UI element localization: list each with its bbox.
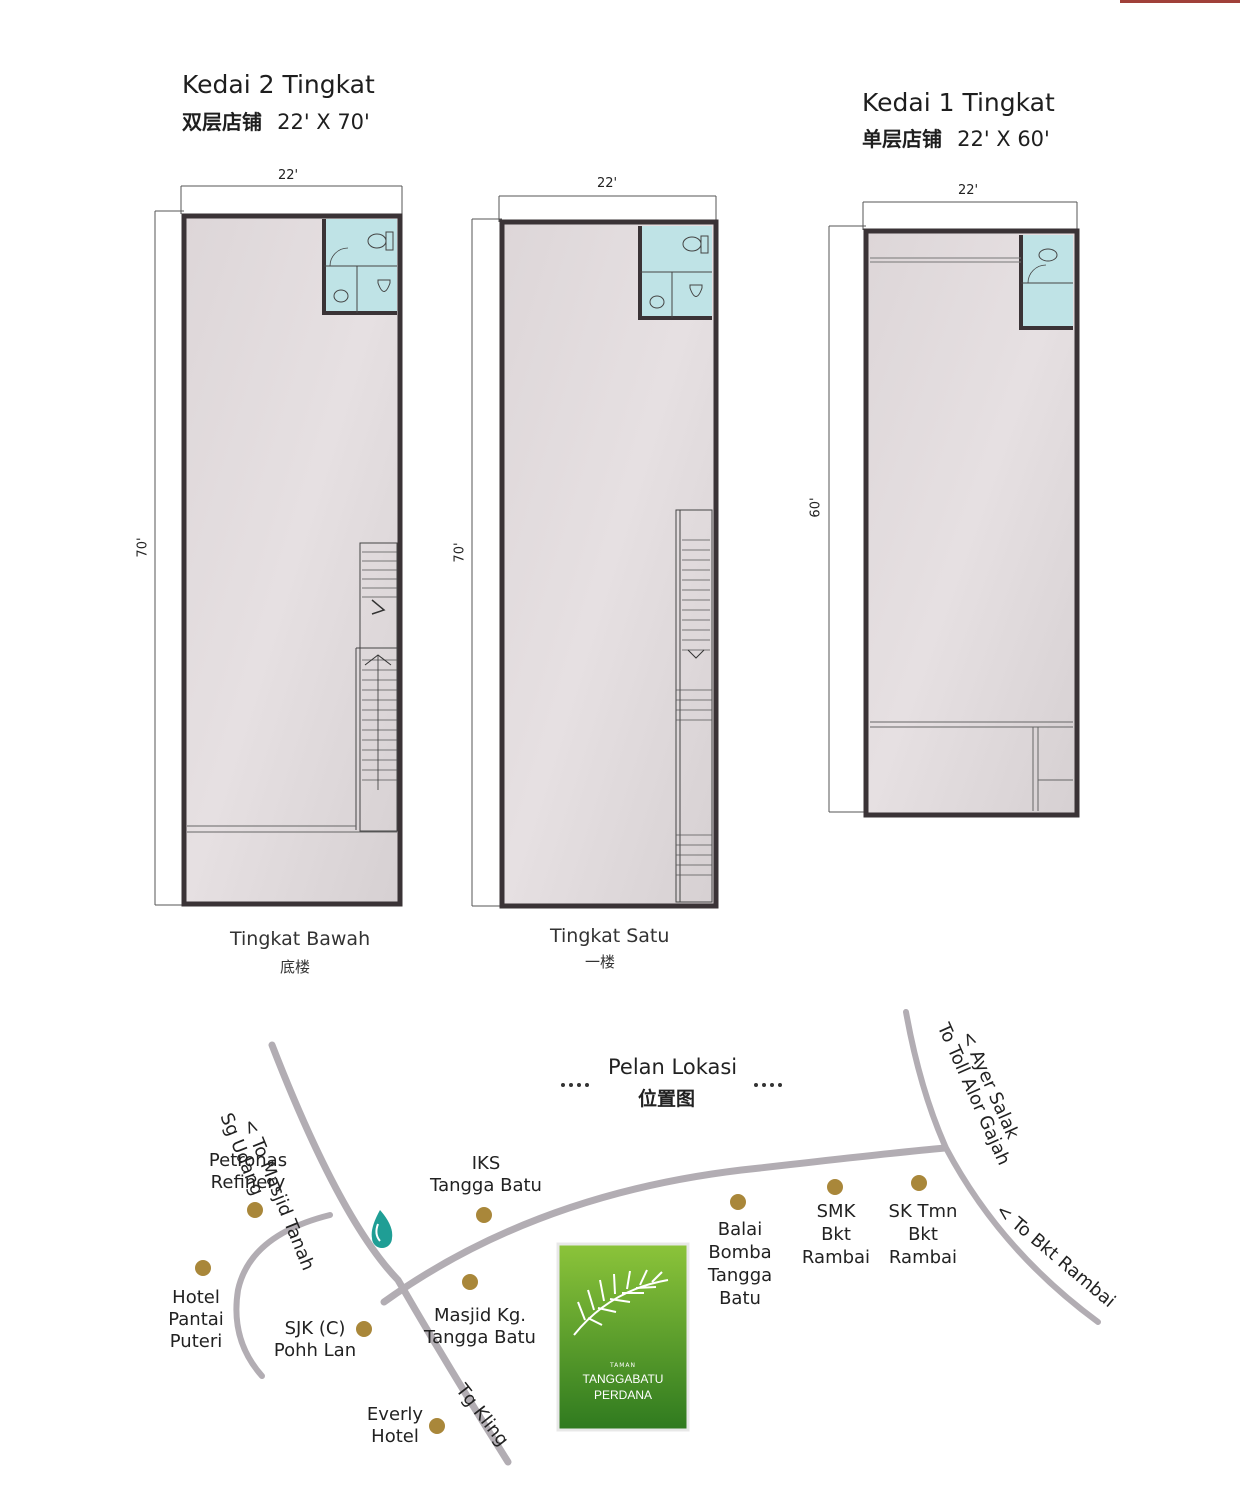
ground-floor-label-cn: 底楼 [280, 958, 311, 976]
place-everly-line1: Everly [366, 1404, 424, 1425]
shop2-subtitle-cn: 双层店铺 [182, 110, 262, 134]
place-smk-line3: Rambai [801, 1247, 871, 1268]
dot-petronas [245, 1200, 265, 1220]
palm-leaf-icon [573, 1269, 669, 1336]
logo-small-text: TAMAN [609, 1362, 637, 1369]
first-floor-label-cn: 一楼 [585, 953, 616, 971]
place-masjid: Masjid Kg. Tangga Batu [420, 1305, 540, 1349]
floor-plans [154, 185, 1080, 909]
place-masjid-line1: Masjid Kg. [433, 1305, 527, 1326]
shop1-subtitle-cn: 单层店铺 [862, 127, 942, 151]
place-sk-line2: Bkt [908, 1224, 938, 1245]
dot-iks [474, 1205, 494, 1225]
map-title-cn: 位置图 [638, 1088, 696, 1110]
ground-floor-label: Tingkat Bawah [230, 928, 371, 950]
road-hotel [233, 1212, 333, 1379]
shop1-width-dim: 22' [958, 183, 979, 198]
shop2-width-dim: 22' [278, 168, 299, 183]
place-iks-line2: Tangga Batu [430, 1175, 542, 1196]
plan-first-floor [471, 195, 719, 909]
place-petronas: Petronas Refinery [206, 1150, 290, 1194]
place-hotel-line3: Puteri [169, 1331, 223, 1352]
dot-balai-bomba [728, 1192, 748, 1212]
place-smk-line1: SMK [816, 1201, 856, 1222]
place-everly-hotel: Everly Hotel [362, 1404, 428, 1448]
place-hotel-line2: Pantai [168, 1309, 224, 1330]
dot-hotel-pantai-puteri [193, 1258, 213, 1278]
shop1-depth-dim: 60' [808, 497, 824, 518]
logo-line1: TANGGABATU [582, 1372, 664, 1386]
shop2-title: Kedai 2 Tingkat [182, 70, 375, 99]
place-iks: IKS Tangga Batu [428, 1153, 544, 1197]
shop2-depth-dim: 70' [135, 537, 151, 558]
place-sk-line1: SK Tmn [888, 1201, 958, 1222]
shop1-size: 22' X 60' [957, 127, 1050, 151]
shop2-subtitle: 双层店铺 22' X 70' [182, 106, 370, 135]
map-title: Pelan Lokasi [608, 1055, 738, 1079]
place-petronas-line1: Petronas [208, 1150, 288, 1171]
dot-everly-hotel [427, 1416, 447, 1436]
location-map [193, 1009, 1101, 1466]
shop1-title: Kedai 1 Tingkat [862, 88, 1055, 117]
place-sjk-line2: Pohh Lan [273, 1340, 357, 1361]
shop2-size: 22' X 70' [277, 110, 370, 134]
place-balai-line1: Balai [717, 1219, 763, 1240]
place-balai-line2: Bomba [708, 1242, 772, 1263]
place-hotel-line1: Hotel [172, 1287, 220, 1308]
plan-single-storey [828, 201, 1080, 818]
road-main [380, 1144, 949, 1306]
place-hotel-pantai-puteri: Hotel Pantai Puteri [160, 1287, 232, 1353]
first-floor-label: Tingkat Satu [550, 925, 670, 947]
petronas-icon [371, 1210, 393, 1248]
place-balai-line3: Tangga [707, 1265, 773, 1286]
place-balai-bomba: Balai Bomba Tangga Batu [704, 1218, 776, 1310]
place-iks-line1: IKS [471, 1153, 501, 1174]
place-smk-line2: Bkt [821, 1224, 851, 1245]
logo-box [556, 1242, 690, 1432]
shop1-subtitle: 单层店铺 22' X 60' [862, 123, 1050, 152]
place-masjid-line2: Tangga Batu [424, 1327, 536, 1348]
first-floor-depth-dim: 70' [452, 542, 468, 563]
place-sjk-line1: SJK (C) [284, 1318, 346, 1339]
dot-masjid [460, 1272, 480, 1292]
place-balai-line4: Batu [719, 1288, 761, 1309]
corner-mark [1120, 0, 1240, 3]
dot-smk [825, 1177, 845, 1197]
first-floor-width-dim: 22' [597, 176, 618, 191]
road-masjid-tanah [268, 1041, 512, 1466]
place-sjk: SJK (C) Pohh Lan [270, 1318, 360, 1362]
place-everly-line2: Hotel [371, 1426, 419, 1447]
logo-line2: PERDANA [593, 1388, 652, 1402]
plan-ground-floor [154, 185, 403, 907]
place-sk: SK Tmn Bkt Rambai [884, 1200, 962, 1269]
road-ayer-salak [903, 1009, 1101, 1325]
place-sk-line3: Rambai [888, 1247, 958, 1268]
place-smk: SMK Bkt Rambai [800, 1200, 872, 1269]
place-petronas-line2: Refinery [210, 1172, 286, 1193]
dot-sk [909, 1173, 929, 1193]
dot-sjk [354, 1319, 374, 1339]
